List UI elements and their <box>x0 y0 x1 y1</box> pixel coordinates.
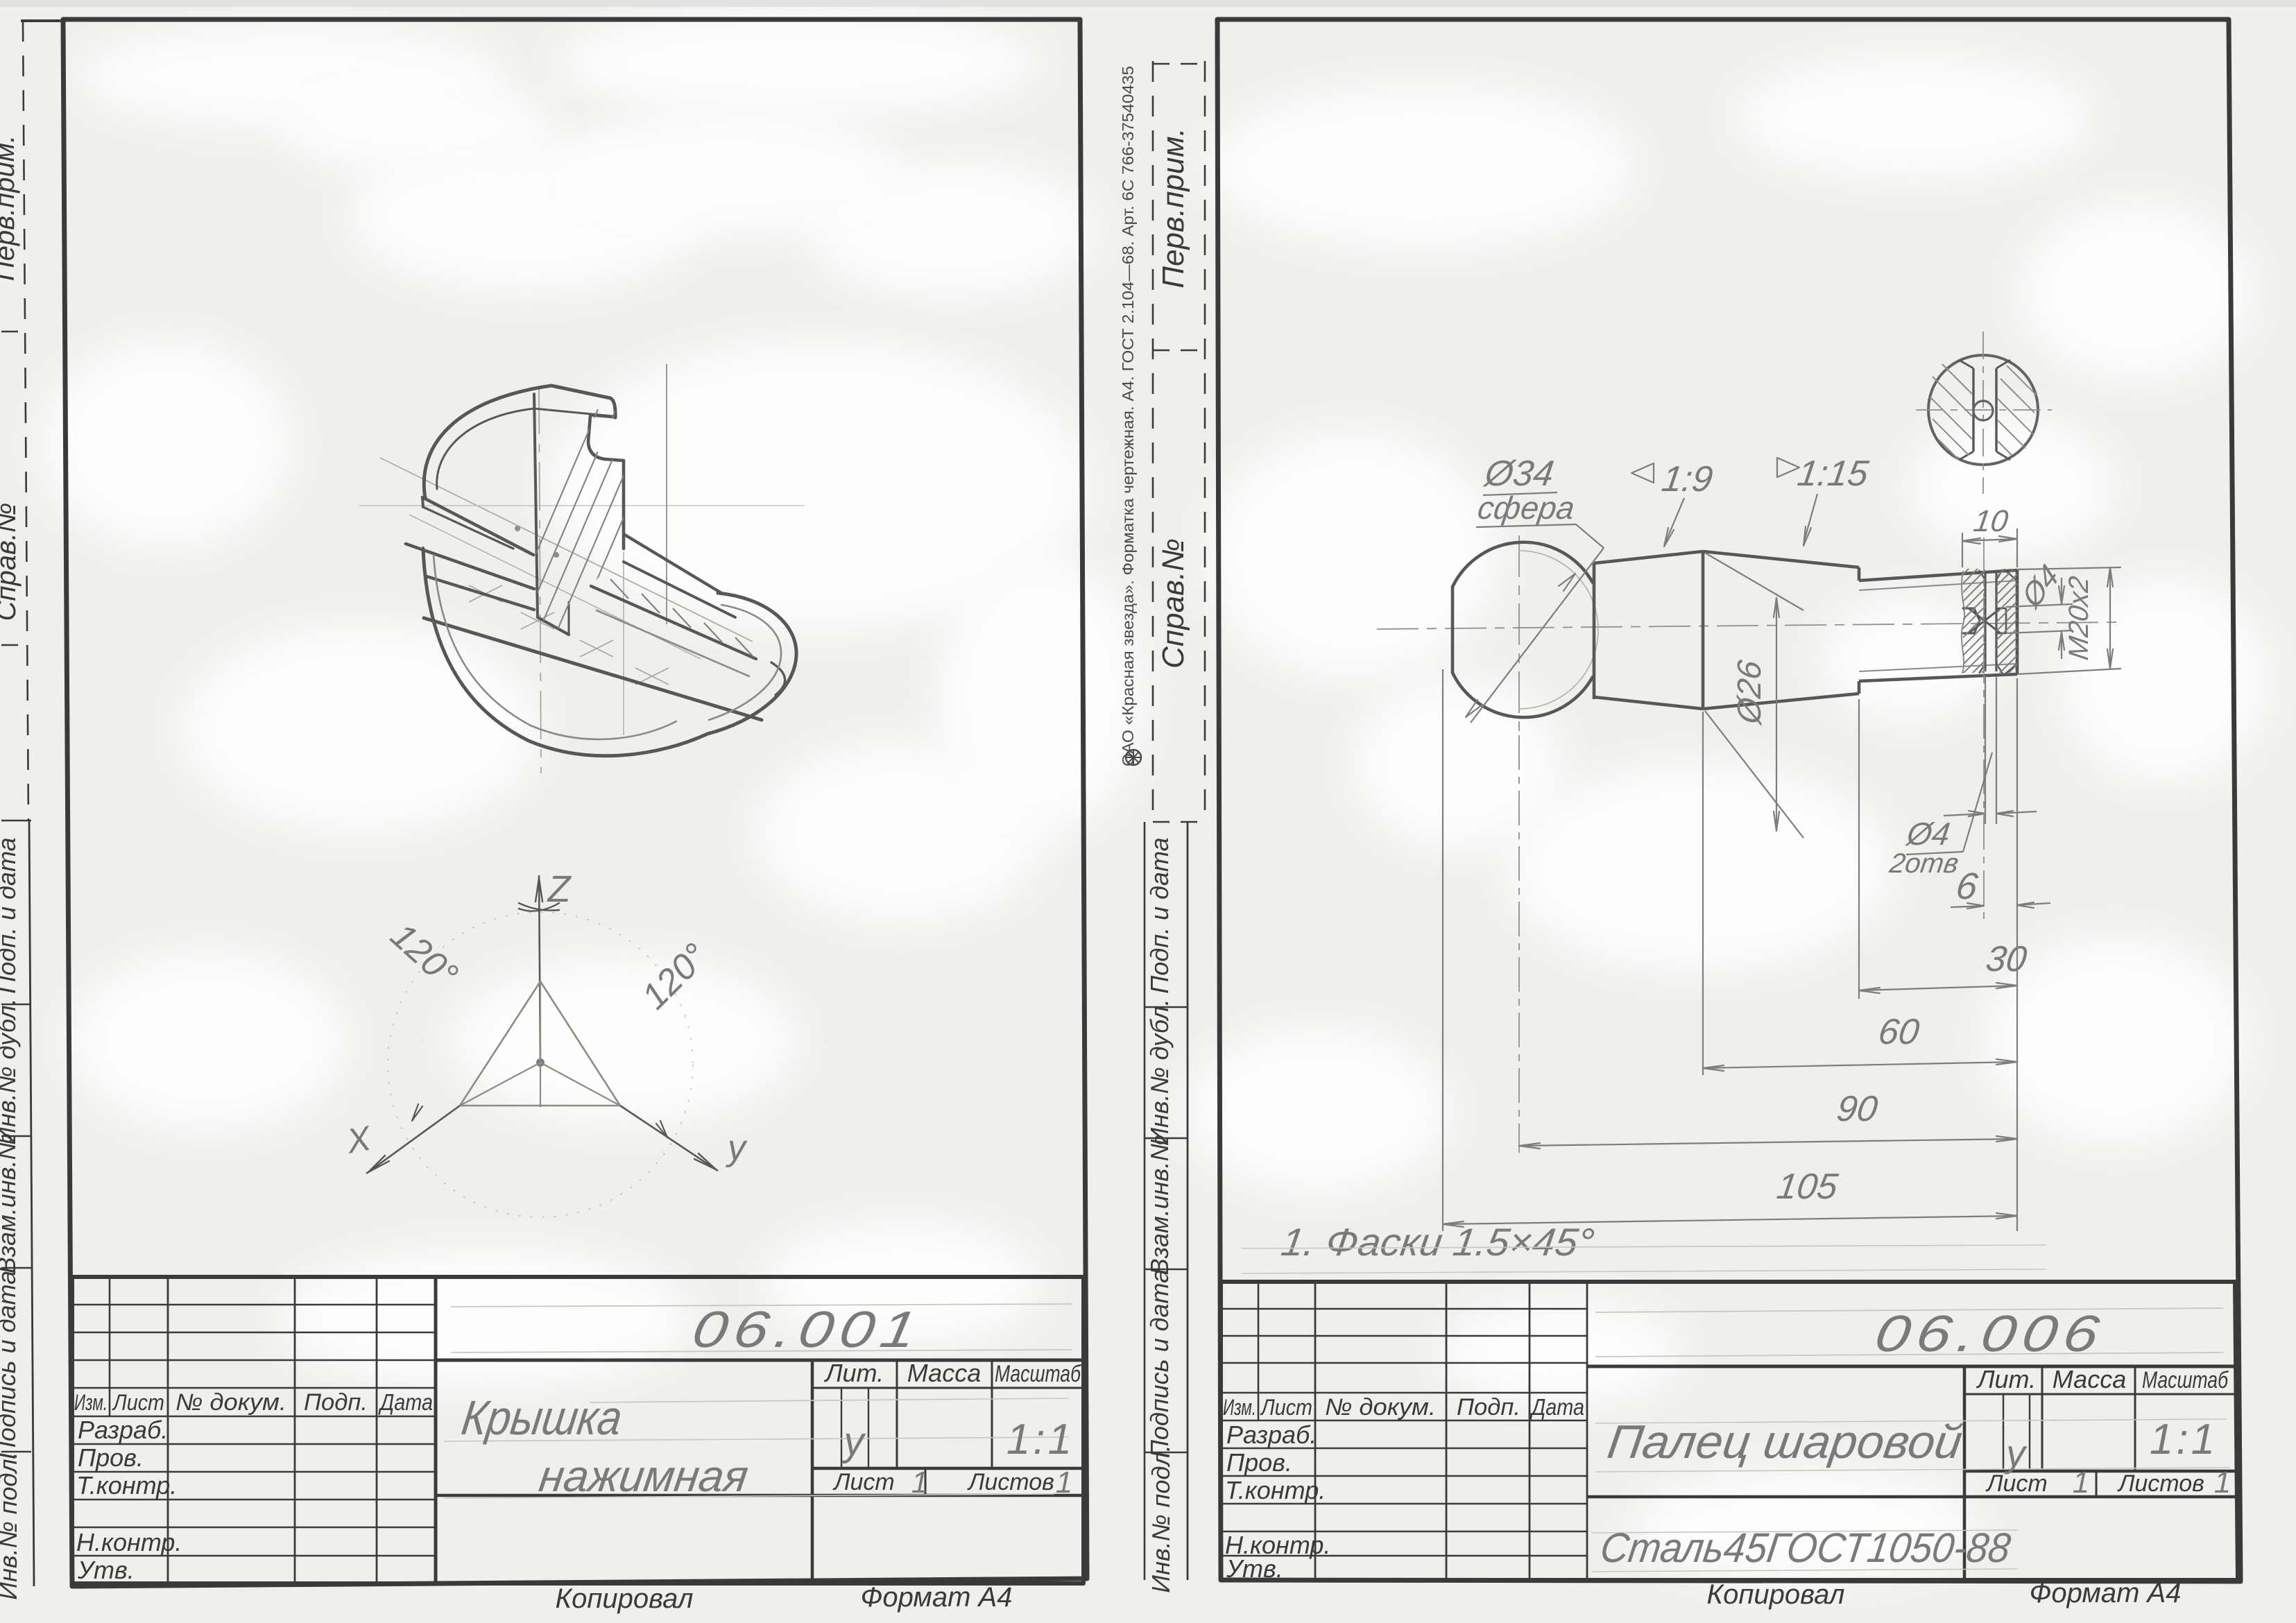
svg-text:Крышка: Крышка <box>459 1390 626 1445</box>
svg-text:1:1: 1:1 <box>2150 1416 2218 1463</box>
svg-text:Формат А4: Формат А4 <box>2030 1578 2182 1608</box>
svg-text:1: 1 <box>2073 1466 2089 1500</box>
svg-text:Дата: Дата <box>1530 1394 1584 1420</box>
svg-text:Инв.№ дубл.: Инв.№ дубл. <box>0 998 21 1144</box>
svg-text:Пров.: Пров. <box>78 1443 144 1472</box>
svg-text:1:9: 1:9 <box>1659 459 1715 499</box>
svg-text:Лит.: Лит. <box>824 1359 884 1387</box>
svg-text:6: 6 <box>1953 866 1980 907</box>
svg-text:120°: 120° <box>383 916 465 995</box>
svg-text:Перв.прим.: Перв.прим. <box>1156 128 1190 289</box>
svg-text:Утв.: Утв. <box>77 1556 135 1584</box>
svg-text:Подп.: Подп. <box>1457 1394 1520 1420</box>
svg-text:Т.контр.: Т.контр. <box>1225 1476 1326 1504</box>
svg-text:М20х2: М20х2 <box>2063 574 2094 662</box>
svg-text:Масса: Масса <box>2053 1365 2126 1393</box>
svg-text:Пров.: Пров. <box>1226 1448 1292 1477</box>
svg-text:Изм.: Изм. <box>1223 1395 1256 1420</box>
svg-text:105: 105 <box>1774 1167 1841 1207</box>
svg-text:Копировал: Копировал <box>1707 1579 1845 1610</box>
svg-text:№ докум.: № докум. <box>175 1389 286 1416</box>
svg-text:Подпись и дата: Подпись и дата <box>1145 1269 1174 1458</box>
svg-text:Н.контр.: Н.контр. <box>76 1528 182 1556</box>
svg-text:Инв.№ подл.: Инв.№ подл. <box>1147 1445 1175 1592</box>
svg-text:Дата: Дата <box>378 1389 433 1415</box>
svg-text:10: 10 <box>1971 504 2010 538</box>
svg-text:Справ.№: Справ.№ <box>0 503 22 621</box>
svg-text:Ø4: Ø4 <box>1903 816 1953 852</box>
svg-text:60: 60 <box>1876 1012 1921 1052</box>
svg-text:Разраб.: Разраб. <box>1226 1420 1317 1449</box>
svg-text:Ø34: Ø34 <box>1481 454 1556 494</box>
svg-text:Масса: Масса <box>907 1359 981 1387</box>
svg-text:ОАО «Красная звезда». Формат: ОАО «Красная звезда». Форматка чертежная… <box>1119 66 1137 766</box>
svg-text:Сталь45ГОСТ1050-88: Сталь45ГОСТ1050-88 <box>1597 1524 2014 1571</box>
svg-text:X: X <box>343 1119 375 1161</box>
svg-text:Разраб.: Разраб. <box>78 1416 168 1444</box>
svg-text:1:1: 1:1 <box>1006 1416 1074 1463</box>
svg-text:Лит.: Лит. <box>1976 1365 2036 1393</box>
svg-text:1: 1 <box>2214 1466 2231 1500</box>
svg-text:Утв.: Утв. <box>1226 1554 1283 1583</box>
svg-text:Ø4: Ø4 <box>2015 558 2065 616</box>
svg-text:Лист: Лист <box>832 1469 895 1495</box>
svg-text:Инв.№ подл.: Инв.№ подл. <box>0 1452 22 1599</box>
svg-text:Подп. и дата: Подп. и дата <box>0 837 21 993</box>
svg-text:Перв.прим.: Перв.прим. <box>0 135 20 282</box>
svg-text:Подп. и дата: Подп. и дата <box>1145 837 1174 993</box>
svg-text:Подп.: Подп. <box>304 1389 368 1416</box>
svg-text:1:15: 1:15 <box>1795 454 1871 494</box>
svg-text:Лист: Лист <box>112 1390 164 1415</box>
svg-text:Взам.инв.№: Взам.инв.№ <box>1145 1135 1174 1276</box>
svg-text:120°: 120° <box>634 936 715 1017</box>
svg-text:Ø26: Ø26 <box>1731 658 1768 727</box>
svg-text:Инв.№ дубл.: Инв.№ дубл. <box>1145 999 1174 1145</box>
svg-text:у: у <box>2003 1432 2028 1475</box>
svg-text:Листов: Листов <box>967 1469 1054 1495</box>
svg-text:нажимная: нажимная <box>536 1451 751 1501</box>
svg-text:90: 90 <box>1834 1089 1880 1129</box>
svg-text:у: у <box>726 1128 748 1168</box>
svg-text:30: 30 <box>1983 939 2029 979</box>
svg-text:Лист: Лист <box>1260 1395 1312 1420</box>
svg-text:№ докум.: № докум. <box>1325 1394 1436 1420</box>
svg-text:06.001: 06.001 <box>688 1300 927 1358</box>
svg-text:Копировал: Копировал <box>556 1583 694 1614</box>
svg-text:Т.контр.: Т.контр. <box>76 1471 177 1500</box>
svg-text:у: у <box>841 1419 866 1464</box>
svg-text:Изм.: Изм. <box>74 1390 108 1415</box>
svg-text:1: 1 <box>1056 1466 1072 1500</box>
svg-text:Лист: Лист <box>1985 1470 2048 1497</box>
svg-text:Формат А4: Формат А4 <box>861 1582 1013 1613</box>
svg-text:Справ.№: Справ.№ <box>1156 538 1190 669</box>
svg-text:1. Фаски 1.5×45°: 1. Фаски 1.5×45° <box>1278 1220 1597 1264</box>
svg-text:Листов: Листов <box>2117 1470 2204 1497</box>
svg-text:Взам.инв.№: Взам.инв.№ <box>0 1133 21 1274</box>
svg-text:Масштаб: Масштаб <box>2142 1367 2229 1393</box>
svg-text:Н.контр.: Н.контр. <box>1225 1531 1330 1559</box>
svg-text:Палец шаровой: Палец шаровой <box>1604 1416 1966 1468</box>
svg-text:сфера: сфера <box>1475 490 1577 526</box>
svg-text:Масштаб: Масштаб <box>995 1361 1081 1387</box>
svg-text:06.006: 06.006 <box>1871 1305 2110 1362</box>
svg-text:Подпись и дата: Подпись и дата <box>0 1271 21 1459</box>
svg-text:1: 1 <box>911 1466 928 1500</box>
